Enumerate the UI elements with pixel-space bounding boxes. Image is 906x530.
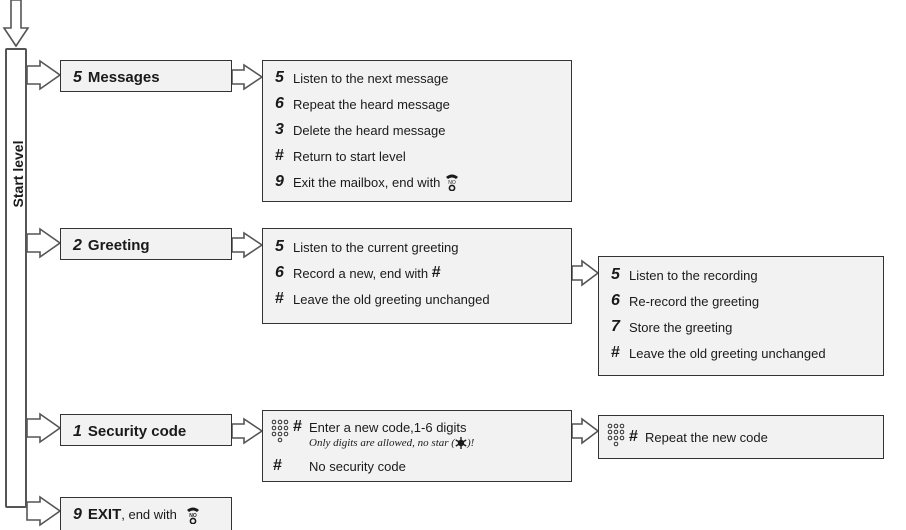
start-level-bar: Start level <box>5 48 27 508</box>
security-menu-box: 1 Security code <box>60 414 232 446</box>
messages-key: 5 <box>73 69 82 86</box>
security-note: Only digits are allowed, no star ()! <box>309 437 475 450</box>
security-enter-text: Enter a new code,1-6 digits <box>309 420 467 435</box>
recording-option: #Leave the old greeting unchanged <box>611 344 826 361</box>
repeat-code-text: Repeat the new code <box>645 430 768 445</box>
on-hook-icon: NO <box>446 174 459 191</box>
greeting-menu-box: 2 Greeting <box>60 228 232 260</box>
messages-menu-box: 5 Messages <box>60 60 232 92</box>
greeting-title: Greeting <box>87 237 150 254</box>
repeat-hash: # <box>629 428 638 445</box>
greeting-option: #Leave the old greeting unchanged <box>275 290 490 307</box>
svg-text:NO: NO <box>449 180 457 186</box>
start-level-label: Start level <box>10 140 26 208</box>
security-hash: # <box>293 418 302 435</box>
no-code-text: No security code <box>309 459 406 474</box>
repeat-code-box: # Repeat the new code <box>598 415 884 459</box>
svg-text:NO: NO <box>189 513 197 519</box>
exit-key: 9 <box>73 506 82 523</box>
security-options-box: # Enter a new code,1-6 digits Only digit… <box>262 410 572 482</box>
security-title: Security code <box>87 423 187 440</box>
exit-title: EXIT <box>87 506 122 523</box>
keypad-icon <box>271 419 289 443</box>
star-icon <box>455 437 467 450</box>
messages-option: #Return to start level <box>275 147 406 164</box>
on-hook-icon: NO <box>187 507 200 525</box>
no-code-key: # <box>273 457 282 474</box>
messages-title: Messages <box>87 69 160 86</box>
keypad-icon <box>607 423 625 447</box>
exit-menu-box: 9 EXIT, end with NO <box>60 497 232 530</box>
exit-suffix: , end with <box>121 507 177 522</box>
security-key: 1 <box>73 423 82 440</box>
greeting-key: 2 <box>73 237 82 254</box>
